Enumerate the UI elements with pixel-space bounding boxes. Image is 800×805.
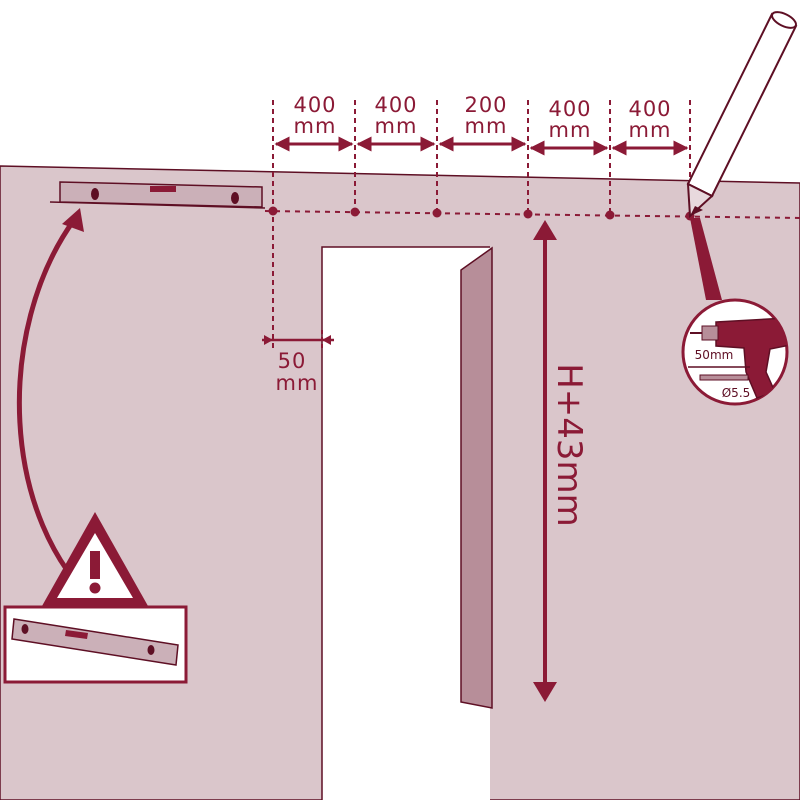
dimension-guides <box>272 100 691 350</box>
level-check-panel <box>3 605 188 684</box>
curved-arrow <box>16 208 102 609</box>
spacing-arrows <box>274 136 689 156</box>
drill-point <box>605 210 615 220</box>
spirit-level-icon <box>49 181 266 209</box>
spacing-unit: mm <box>465 114 508 138</box>
spacing-unit: mm <box>375 114 418 138</box>
drill-point <box>268 206 278 216</box>
pencil-icon <box>686 11 798 219</box>
spacing-unit: mm <box>549 118 592 142</box>
door-jamb-side <box>460 246 493 709</box>
drill-point <box>523 209 533 219</box>
door-opening <box>321 246 493 800</box>
drill-diameter: Ø5.5 <box>722 386 751 400</box>
height-dimension: H+43mm <box>533 220 589 702</box>
drill-point <box>432 208 442 218</box>
spacing-unit: mm <box>629 118 672 142</box>
spacing-value: 200 <box>464 93 507 117</box>
height-label: H+43mm <box>549 363 589 527</box>
spirit-level-icon <box>11 618 179 666</box>
drill-detail: 50mm Ø5.5 <box>681 298 789 406</box>
spacing-value: 400 <box>374 93 417 117</box>
spacing-value: 400 <box>628 97 671 121</box>
spacing-unit: mm <box>294 114 337 138</box>
warning-triangle-icon <box>42 512 148 606</box>
spacing-value: 400 <box>293 93 336 117</box>
offset-value: 50 <box>278 349 307 373</box>
offset-unit: mm <box>276 371 319 395</box>
drill-depth: 50mm <box>695 348 734 362</box>
spacing-value: 400 <box>548 97 591 121</box>
callout-pointer <box>690 218 722 300</box>
drill-point <box>350 207 360 217</box>
offset-dimension: 50 mm <box>262 335 334 395</box>
